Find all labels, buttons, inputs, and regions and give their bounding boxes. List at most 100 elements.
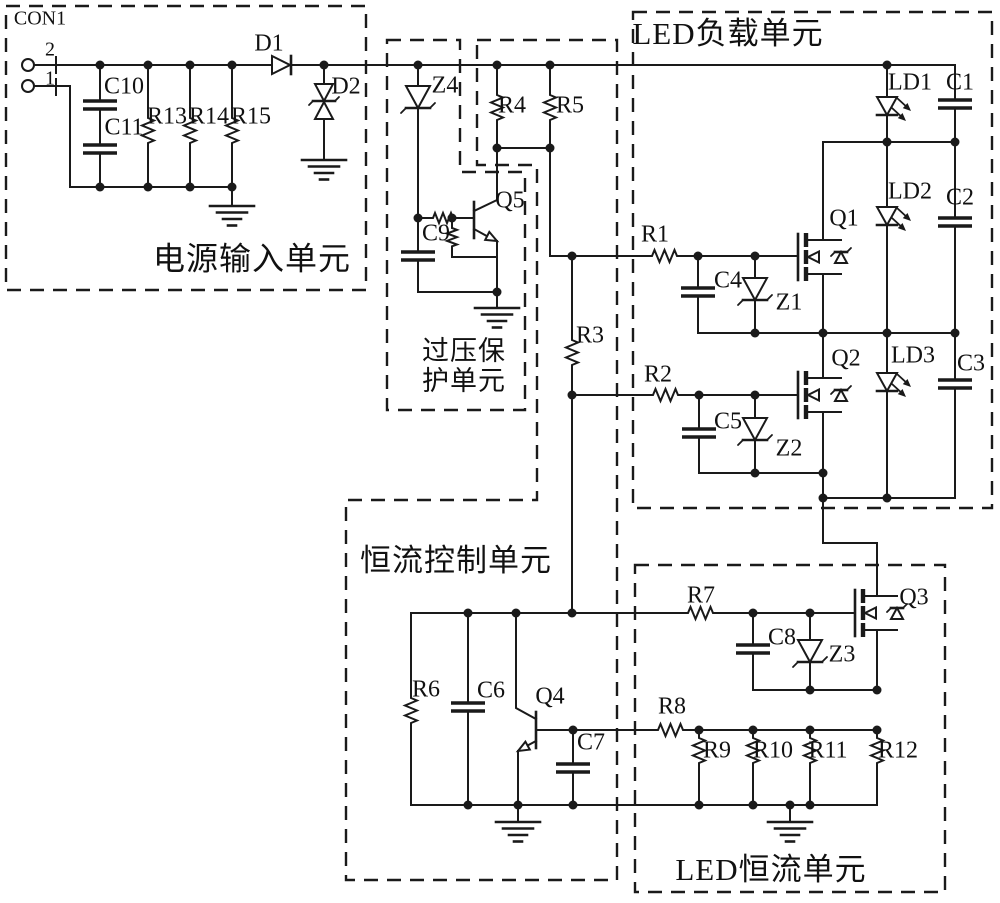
nmos-q3 <box>853 542 908 691</box>
capacitor-c2 <box>938 141 972 334</box>
unit-title-cc-control: 恒流控制单元 <box>360 543 552 578</box>
label-ld1: LD1 <box>888 70 932 96</box>
diode-d1 <box>271 54 293 76</box>
resistor-r5 <box>541 64 559 149</box>
label-q5: Q5 <box>495 188 524 214</box>
pin-number-top: 2 <box>45 39 55 61</box>
label-r10: R10 <box>753 738 793 764</box>
label-r15: R15 <box>231 104 271 130</box>
label-c5: C5 <box>714 409 742 435</box>
unit-title-led-load: LED负载单元 <box>632 16 823 51</box>
capacitor-c8 <box>736 612 770 691</box>
ground-q5 <box>473 306 521 329</box>
label-r7: R7 <box>687 583 715 609</box>
label-r11: R11 <box>808 738 847 764</box>
resistor-r8 <box>572 721 878 739</box>
capacitor-c4 <box>681 255 715 334</box>
label-c7: C7 <box>577 730 605 756</box>
resistor-r1 <box>571 247 799 265</box>
led-ld3 <box>875 332 911 499</box>
label-q4: Q4 <box>535 684 564 710</box>
label-r12: R12 <box>878 738 918 764</box>
resistor-r6 <box>402 612 420 806</box>
label-r13: R13 <box>147 104 187 130</box>
led-ld2 <box>875 141 911 334</box>
label-q2: Q2 <box>831 346 860 372</box>
resistor-r4 <box>488 64 506 149</box>
label-d1: D1 <box>254 31 283 57</box>
ground-r15 <box>208 204 256 227</box>
label-z2: Z2 <box>776 436 803 462</box>
resistor-r12 <box>868 729 886 806</box>
pin-number-bottom: 1 <box>45 68 55 90</box>
unit-box-led-load <box>631 10 994 510</box>
tvs-diode-d2 <box>308 83 340 120</box>
label-c4: C4 <box>714 268 742 294</box>
label-ld2: LD2 <box>888 179 932 205</box>
unit-title-led-cc: LED恒流单元 <box>675 852 866 887</box>
resistor-r3 <box>563 255 581 614</box>
label-r5: R5 <box>556 93 584 119</box>
resistor-r2 <box>571 386 799 404</box>
label-c11: C11 <box>104 115 143 141</box>
nmos-q1 <box>796 141 852 334</box>
capacitor-c11 <box>83 108 117 188</box>
unit-title-power-input: 电源输入单元 <box>153 240 351 276</box>
label-q1: Q1 <box>829 206 858 232</box>
unit-title-ovp-line2: 护单元 <box>422 366 506 396</box>
label-z4: Z4 <box>432 73 459 99</box>
label-c2: C2 <box>946 185 974 211</box>
label-r8: R8 <box>658 694 686 720</box>
label-r6: R6 <box>412 677 440 703</box>
connector-label: CON1 <box>14 8 66 30</box>
connector-con1 <box>21 58 35 93</box>
label-z1: Z1 <box>776 290 803 316</box>
npn-q4 <box>515 612 538 806</box>
ground-d2 <box>300 158 348 181</box>
ground-q4 <box>494 820 542 843</box>
label-z3: Z3 <box>829 642 856 668</box>
resistor-r9 <box>690 729 708 806</box>
ground-led-cc <box>766 820 814 843</box>
resistor-r10 <box>744 729 762 806</box>
label-ld3: LD3 <box>891 343 935 369</box>
label-r1: R1 <box>641 222 669 248</box>
label-q3: Q3 <box>899 585 928 611</box>
label-r9: R9 <box>703 738 731 764</box>
resistor-r15 <box>223 64 241 188</box>
label-c8: C8 <box>768 625 796 651</box>
unit-title-ovp-line1: 过压保 <box>422 336 506 366</box>
led-ld1 <box>875 64 911 143</box>
label-r3: R3 <box>576 323 604 349</box>
capacitor-c5 <box>682 394 716 474</box>
junction-dots-layer <box>95 60 960 810</box>
label-r2: R2 <box>644 362 672 388</box>
junction-dots <box>95 60 960 810</box>
capacitor-c1 <box>938 64 972 143</box>
label-c1: C1 <box>946 70 974 96</box>
label-c9: C9 <box>422 221 450 247</box>
resistor-r11 <box>801 729 819 806</box>
label-c3: C3 <box>957 351 985 377</box>
label-c6: C6 <box>477 678 505 704</box>
capacitor-c3 <box>938 332 972 499</box>
unit-box-overvoltage-protection <box>385 38 527 412</box>
resistor-q5-base-emitter-resistor <box>444 217 460 258</box>
capacitor-c7 <box>556 729 590 806</box>
resistor-r7 <box>410 604 856 622</box>
label-d2: D2 <box>331 74 360 100</box>
components-layer <box>21 54 972 843</box>
zener-diode-z2 <box>737 394 773 474</box>
capacitor-c6 <box>451 612 485 806</box>
label-r14: R14 <box>189 104 229 130</box>
label-c10: C10 <box>104 74 144 100</box>
label-r4: R4 <box>498 93 526 119</box>
resistor-r13 <box>139 64 157 188</box>
resistor-r14 <box>181 64 199 188</box>
npn-q5 <box>472 147 500 293</box>
unit-box-led-constant-current <box>633 563 947 894</box>
